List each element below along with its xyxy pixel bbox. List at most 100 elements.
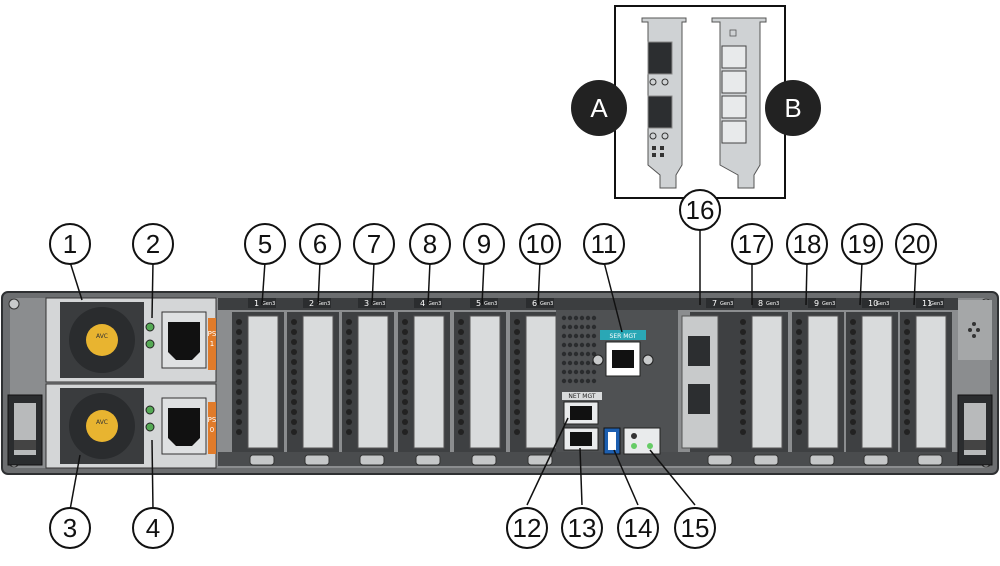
callout-number: 5 xyxy=(258,229,272,259)
ser-mgt-port: SER MGT xyxy=(592,330,654,377)
callout-number: 9 xyxy=(477,229,491,259)
callout-number: 4 xyxy=(146,513,160,543)
callout-number: 14 xyxy=(624,513,653,543)
slot-gen-label: Gen3 xyxy=(428,301,441,307)
svg-text:0: 0 xyxy=(210,426,214,434)
slot-gen-label: Gen3 xyxy=(484,301,497,307)
slot-label: 9 xyxy=(814,299,819,308)
callout-number: 1 xyxy=(63,229,77,259)
svg-text:1: 1 xyxy=(210,340,214,348)
fan-icon xyxy=(86,324,118,356)
callout-16: 16 xyxy=(679,189,721,231)
svg-text:PS: PS xyxy=(208,416,217,424)
slot-label: 6 xyxy=(532,299,537,308)
status-indicators xyxy=(623,427,661,455)
callout-17: 17 xyxy=(731,223,773,265)
callout-number: 6 xyxy=(313,229,327,259)
callout-13: 13 xyxy=(561,507,603,549)
callout-number: 19 xyxy=(848,229,877,259)
inset-callout-a: A xyxy=(571,80,627,136)
io-area: SER MGT NET MGT xyxy=(556,310,678,455)
slot-gen-label: Gen3 xyxy=(720,301,733,307)
callout-number: 11 xyxy=(591,229,618,259)
slot-label: 2 xyxy=(309,299,314,308)
callout-19: 19 xyxy=(841,223,883,265)
left-handle xyxy=(7,394,43,466)
slot-gen-label: Gen3 xyxy=(372,301,385,307)
callout-number: 18 xyxy=(793,229,822,259)
net-mgt-port: NET MGT xyxy=(562,392,602,451)
svg-text:NET MGT: NET MGT xyxy=(568,393,595,400)
slot-gen-label: Gen3 xyxy=(930,301,943,307)
callout-11: 11 xyxy=(583,223,625,265)
callout-number: 8 xyxy=(423,229,437,259)
svg-text:B: B xyxy=(784,93,801,123)
callout-2: 2 xyxy=(132,223,174,265)
callout-14: 14 xyxy=(617,507,659,549)
callout-20: 20 xyxy=(895,223,937,265)
slot-gen-label: Gen3 xyxy=(822,301,835,307)
fan-icon xyxy=(86,410,118,442)
power-supply-1: AVC PS 1 xyxy=(45,297,217,383)
callout-1: 1 xyxy=(49,223,91,265)
slot-label: 10 xyxy=(868,299,878,308)
led-icon xyxy=(145,339,155,349)
screw-icon xyxy=(8,298,20,310)
callout-number: 2 xyxy=(146,229,160,259)
slot-gen-label: Gen3 xyxy=(540,301,553,307)
svg-text:AVC: AVC xyxy=(96,333,108,340)
callout-number: 7 xyxy=(367,229,381,259)
slot-label: 1 xyxy=(254,299,259,308)
vent-grille xyxy=(561,315,597,384)
callout-7: 7 xyxy=(353,223,395,265)
led-icon xyxy=(145,322,155,332)
card-b xyxy=(711,17,767,189)
callout-number: 20 xyxy=(902,229,931,259)
leader-lines xyxy=(69,228,917,511)
callout-number: 13 xyxy=(568,513,597,543)
callout-number: 12 xyxy=(513,513,542,543)
power-supply-0: AVC PS 0 xyxy=(45,383,217,469)
card-a xyxy=(641,17,687,189)
callout-6: 6 xyxy=(299,223,341,265)
slot-label: 8 xyxy=(758,299,763,308)
slot-label: 11 xyxy=(922,299,932,308)
slot-gen-label: Gen3 xyxy=(262,301,275,307)
callout-15: 15 xyxy=(674,507,716,549)
callout-number: 17 xyxy=(738,229,767,259)
callout-4: 4 xyxy=(132,507,174,549)
inset-box: A B xyxy=(571,5,821,199)
callout-5: 5 xyxy=(244,223,286,265)
slot-gen-label: Gen3 xyxy=(876,301,889,307)
callout-number: 3 xyxy=(63,513,77,543)
slot-label: 3 xyxy=(364,299,369,308)
led-icon xyxy=(145,422,155,432)
led-icon xyxy=(145,405,155,415)
slot-label: 4 xyxy=(420,299,425,308)
inset-callout-b: B xyxy=(765,80,821,136)
callout-3: 3 xyxy=(49,507,91,549)
callout-18: 18 xyxy=(786,223,828,265)
svg-text:SER MGT: SER MGT xyxy=(610,333,637,340)
callout-10: 10 xyxy=(519,223,561,265)
callout-8: 8 xyxy=(409,223,451,265)
callout-number: 16 xyxy=(686,195,715,225)
callout-12: 12 xyxy=(506,507,548,549)
usb-port xyxy=(603,427,621,455)
slot-label: 7 xyxy=(712,299,717,308)
callout-9: 9 xyxy=(463,223,505,265)
slot-gen-label: Gen3 xyxy=(766,301,779,307)
svg-text:PS: PS xyxy=(208,330,217,338)
